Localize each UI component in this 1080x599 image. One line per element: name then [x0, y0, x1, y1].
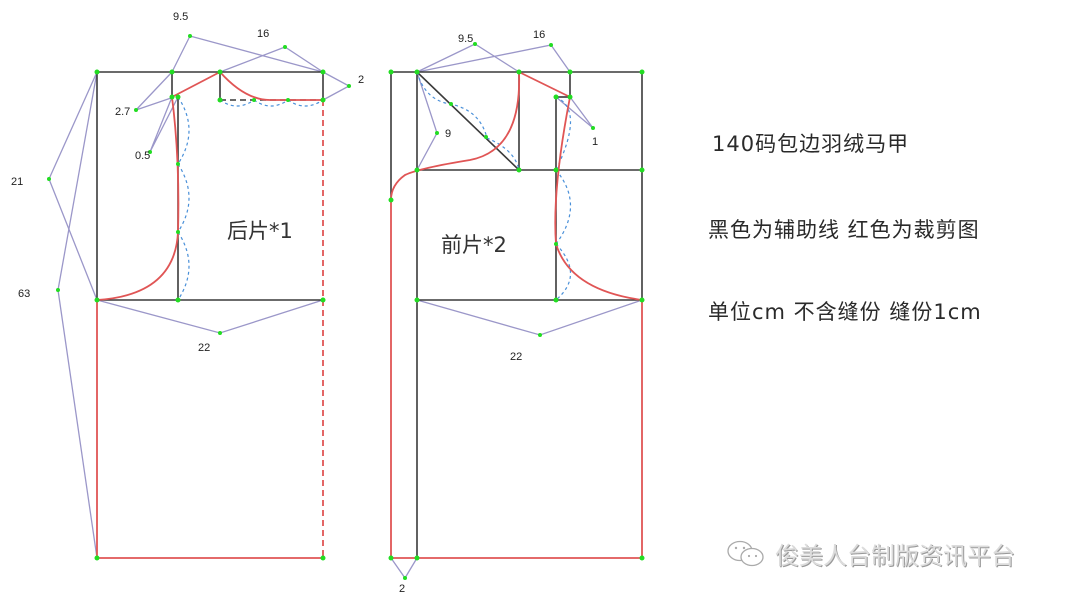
unit-note: 单位cm 不含缝份 缝份1cm: [708, 300, 982, 324]
back-guide-lines: [96, 71, 324, 301]
pattern-title: 140码包边羽绒马甲: [712, 132, 910, 156]
front-shoulder-width-label: 16: [533, 29, 545, 41]
back-piece-label: 后片*1: [227, 219, 293, 243]
front-piece: 9.5 16 9 1 22 2 前片*2: [388, 29, 645, 595]
watermark-text: 俊美人台制版资讯平台: [775, 542, 1015, 570]
back-neck-width-label: 9.5: [173, 11, 188, 23]
front-ease-lines: [416, 71, 572, 301]
back-length-label: 63: [18, 288, 30, 300]
front-piece-label: 前片*2: [441, 233, 507, 257]
back-points: [47, 34, 351, 561]
front-chest-label: 22: [510, 351, 522, 363]
back-measure-lines: [48, 35, 351, 559]
back-shoulder-width-label: 16: [257, 28, 269, 40]
back-ease-lines: [177, 96, 324, 301]
wechat-icon: [727, 540, 764, 566]
back-armhole-offset-label: 0.5: [135, 150, 150, 162]
front-cut-lines: [390, 71, 643, 559]
front-points: [388, 42, 645, 580]
back-chest-label: 22: [198, 342, 210, 354]
back-neck-depth-label: 2: [358, 74, 364, 86]
front-armhole-offset-label: 1: [592, 136, 598, 148]
front-measure-lines: [390, 43, 643, 580]
front-neck-depth-label: 9: [445, 128, 451, 140]
back-cut-lines: [96, 71, 324, 559]
front-neck-width-label: 9.5: [458, 33, 473, 45]
color-legend: 黑色为辅助线 红色为裁剪图: [708, 218, 980, 242]
back-armhole-depth-label: 21: [11, 176, 23, 188]
watermark: 俊美人台制版资讯平台: [725, 536, 1015, 571]
back-piece: 9.5 16 2 2.7 0.5 21 63 22 后片*1: [11, 11, 364, 561]
back-shoulder-drop-label: 2.7: [115, 106, 130, 118]
front-guide-lines: [390, 71, 643, 558]
front-placket-label: 2: [399, 583, 405, 595]
